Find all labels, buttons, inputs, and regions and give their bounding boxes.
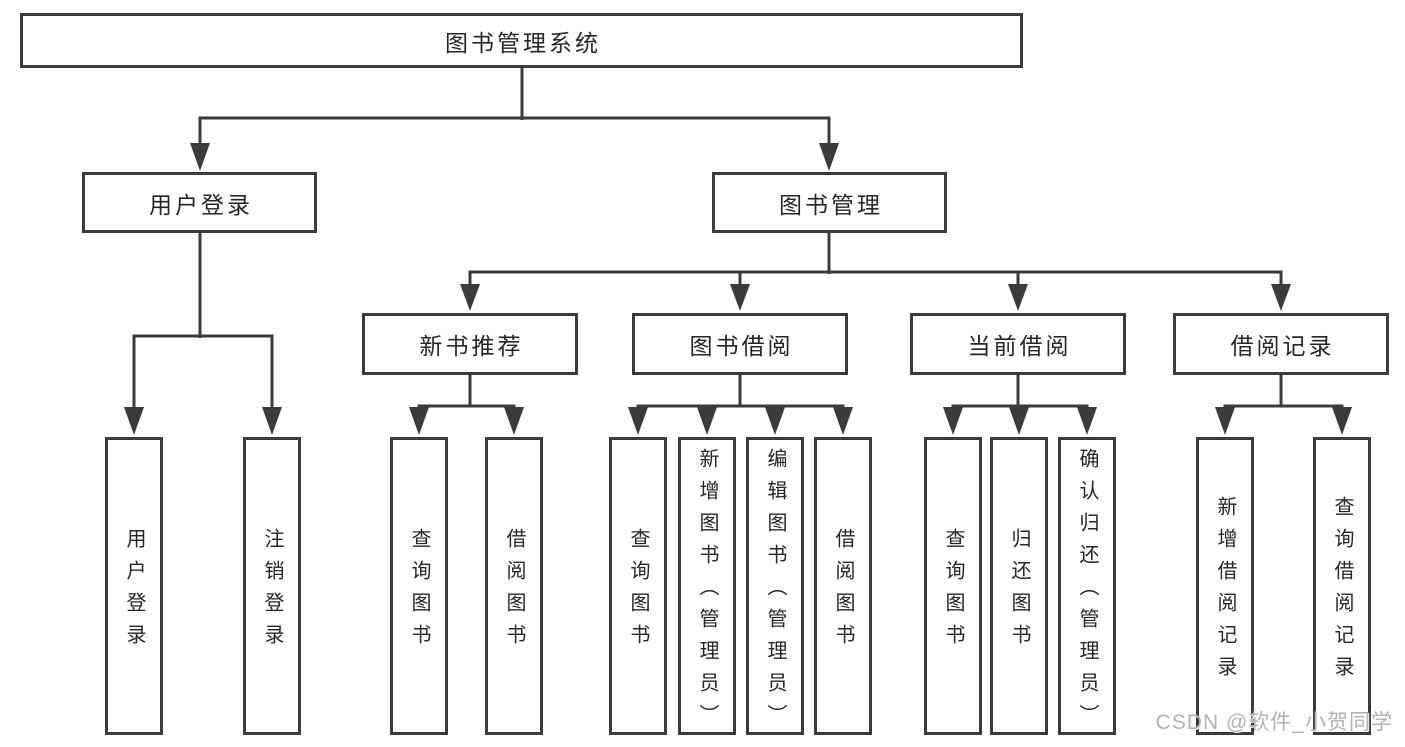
arrowhead: [628, 407, 648, 435]
node-current-borrow: 当前借阅: [910, 313, 1126, 375]
node-leaf-add-books-admin: 新增图书（管理员）: [678, 437, 736, 736]
leaf-label: 归还图书: [1008, 528, 1030, 656]
leaf-label: 新增图书（管理员）: [696, 448, 718, 736]
arrowhead: [190, 143, 210, 171]
node-book-mgmt: 图书管理: [712, 172, 947, 233]
node-book-mgmt-label: 图书管理: [779, 191, 883, 218]
arrowhead: [943, 407, 963, 435]
arrowhead: [1077, 407, 1097, 435]
leaf-label: 编辑图书（管理员）: [764, 448, 786, 736]
node-leaf-logout: 注销登录: [243, 437, 301, 735]
csdn-watermark: CSDN @软件_小贺同学: [1155, 711, 1393, 734]
connector-book-borrow-children: [628, 375, 853, 435]
arrowhead: [1332, 407, 1352, 435]
connector-root-to-level2: [190, 68, 839, 171]
node-leaf-add-borrow-record: 新增借阅记录: [1196, 437, 1254, 735]
leaf-label: 用户登录: [123, 528, 145, 656]
connector-current-borrow-children: [943, 375, 1097, 435]
node-root-system-label: 图书管理系统: [445, 29, 601, 56]
arrowhead: [460, 284, 480, 311]
node-new-books: 新书推荐: [362, 313, 578, 375]
node-leaf-return-books: 归还图书: [990, 437, 1048, 735]
leaf-label: 查询图书: [627, 528, 649, 656]
leaf-label: 查询借阅记录: [1331, 496, 1353, 688]
arrowhead: [504, 407, 524, 435]
node-borrow-record: 借阅记录: [1173, 313, 1389, 375]
node-leaf-query-books-3: 查询图书: [924, 437, 982, 735]
node-leaf-borrow-books-1: 借阅图书: [485, 437, 543, 735]
arrowhead: [697, 407, 717, 435]
connector-user-login-children: [124, 233, 282, 435]
arrowhead: [262, 407, 282, 435]
connector-book-mgmt-children: [460, 233, 1291, 311]
node-borrow-record-label: 借阅记录: [1230, 333, 1335, 359]
node-leaf-borrow-books-2: 借阅图书: [814, 437, 872, 735]
node-leaf-query-books-1: 查询图书: [390, 437, 448, 735]
node-user-login: 用户登录: [82, 172, 317, 233]
connector-new-books-children: [409, 375, 524, 435]
arrowhead: [1215, 407, 1235, 435]
leaf-label: 查询图书: [942, 528, 964, 656]
node-book-borrow-label: 图书借阅: [689, 333, 794, 359]
leaf-label: 注销登录: [261, 528, 283, 656]
arrowhead: [833, 407, 853, 435]
arrowhead: [124, 407, 144, 435]
arrowhead: [1009, 407, 1029, 435]
node-leaf-confirm-return-admin: 确认归还（管理员）: [1058, 437, 1116, 736]
leaf-label: 确认归还（管理员）: [1076, 448, 1098, 736]
arrowhead: [730, 284, 750, 311]
arrowhead: [1271, 284, 1291, 311]
node-leaf-query-books-2: 查询图书: [609, 437, 667, 735]
leaf-label: 借阅图书: [503, 528, 525, 656]
arrowhead: [409, 407, 429, 435]
leaf-label: 新增借阅记录: [1214, 496, 1236, 688]
node-root-system: 图书管理系统: [20, 13, 1023, 68]
arrowhead: [819, 143, 839, 171]
node-new-books-label: 新书推荐: [419, 333, 524, 359]
arrowhead: [1008, 284, 1028, 311]
leaf-label: 查询图书: [408, 528, 430, 656]
node-user-login-label: 用户登录: [149, 191, 253, 218]
arrowhead: [765, 407, 785, 435]
node-current-borrow-label: 当前借阅: [967, 333, 1072, 359]
connector-borrow-record-children: [1215, 375, 1352, 435]
node-book-borrow: 图书借阅: [632, 313, 848, 375]
node-leaf-user-login: 用户登录: [105, 437, 163, 735]
node-leaf-query-borrow-record: 查询借阅记录: [1313, 437, 1371, 735]
node-leaf-edit-books-admin: 编辑图书（管理员）: [746, 437, 804, 736]
leaf-label: 借阅图书: [832, 528, 854, 656]
